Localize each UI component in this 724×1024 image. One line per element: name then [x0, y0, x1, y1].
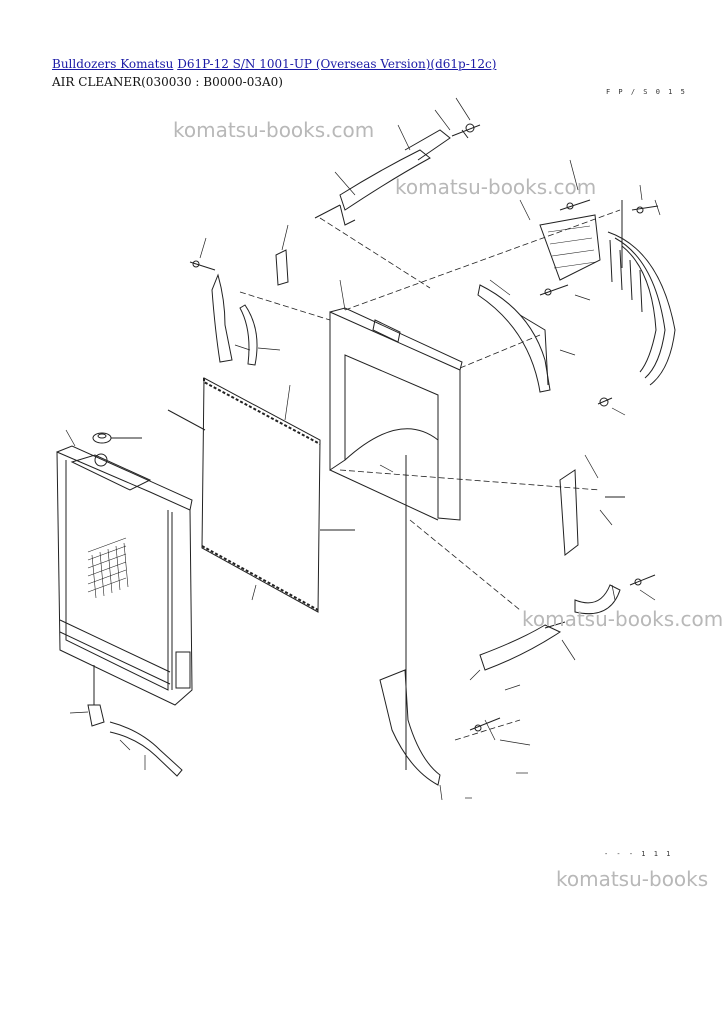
- breadcrumb-link-brand[interactable]: Bulldozers Komatsu: [52, 57, 174, 71]
- alignment-lines: [240, 210, 620, 740]
- breadcrumb-link-model[interactable]: D61P-12 S/N 1001-UP (Overseas Version)(d…: [177, 57, 497, 71]
- upper-covers: [315, 130, 450, 225]
- watermark-2: komatsu-books.com: [395, 175, 597, 199]
- drawing-code-bottom: - - - 1 1 1: [604, 850, 673, 858]
- callout-leaders: [66, 98, 660, 800]
- breadcrumb: Bulldozers Komatsu D61P-12 S/N 1001-UP (…: [52, 56, 496, 72]
- fan-shroud-frame: [330, 308, 462, 770]
- side-brackets: [478, 285, 620, 670]
- screen-panel: [168, 378, 355, 612]
- page-title: AIR CLEANER(030030 : B0000-03A0): [52, 75, 283, 89]
- cap-part: [93, 433, 142, 443]
- watermark-3: komatsu-books.com: [522, 607, 724, 631]
- lower-strips: [380, 670, 440, 785]
- drawing-code-top: F P / S 0 1 5: [606, 88, 687, 96]
- fan-guard: [540, 200, 675, 385]
- fasteners: [190, 124, 658, 731]
- watermark-4: komatsu-books: [556, 867, 709, 891]
- watermark-1: komatsu-books.com: [173, 118, 375, 142]
- left-strips: [212, 250, 288, 365]
- radiator: [57, 446, 192, 776]
